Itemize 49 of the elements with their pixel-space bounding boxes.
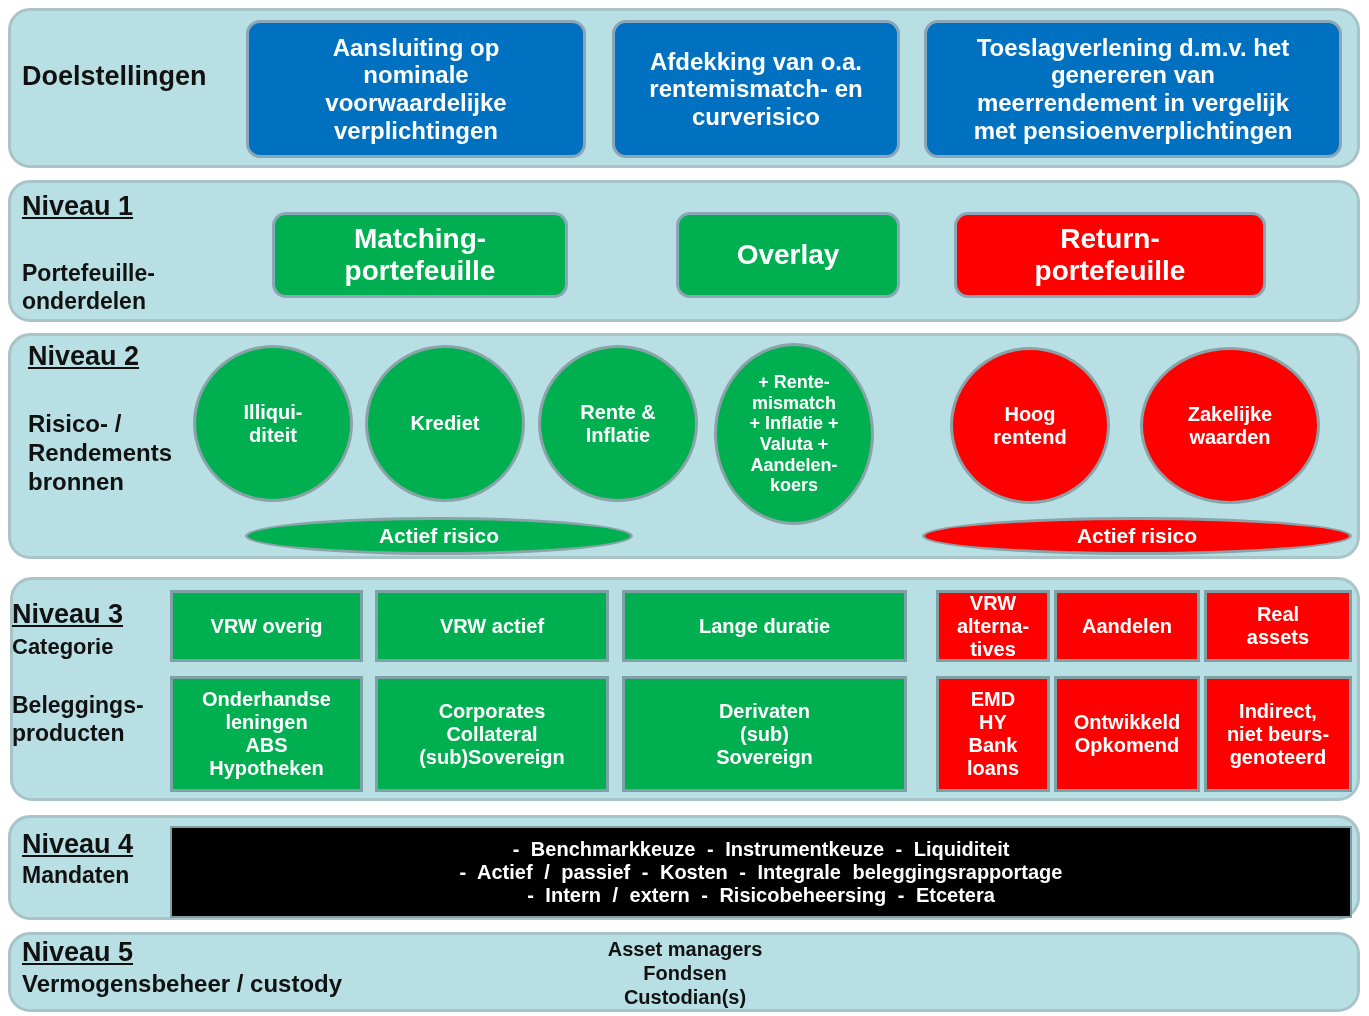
category-cell: Real assets [1204, 590, 1352, 662]
category-cell: VRW overig [170, 590, 363, 662]
band-subheading: Mandaten [22, 862, 130, 890]
objective-box: Toeslagverlening d.m.v. het genereren van meerrendement in vergelijk met pensioenverplichtingen [924, 20, 1342, 158]
risk-circle: + Rente- mismatch + Inflatie + Valuta + Aandelen- koers [714, 343, 874, 525]
risk-circle: Hoog rentend [950, 347, 1110, 504]
objective-box: Aansluiting op nominale voorwaardelijke verplichtingen [246, 20, 586, 158]
risk-circle: Rente & Inflatie [538, 345, 698, 502]
category-cell: Onderhandse leningen ABS Hypotheken [170, 676, 363, 792]
band-subheading: Portefeuille- onderdelen [22, 260, 156, 316]
category-cell: Lange duratie [622, 590, 907, 662]
level-band [8, 8, 1360, 168]
category-cell: Indirect, niet beurs- genoteerd [1204, 676, 1352, 792]
band-subheading: Vermogensbeheer / custody [22, 970, 343, 999]
risk-circle: Krediet [365, 345, 525, 502]
band-subheading: Beleggings- producten [12, 692, 145, 748]
risk-ellipse: Actief risico [245, 517, 633, 555]
level-band [8, 333, 1360, 559]
risk-circle: Illiqui- diteit [193, 345, 353, 502]
risk-circle: Zakelijke waarden [1140, 347, 1320, 504]
band-text: Asset managers Fondsen Custodian(s) [606, 937, 764, 1009]
category-cell: VRW actief [375, 590, 609, 662]
band-subheading: Categorie [12, 634, 114, 661]
level-heading: Niveau 3 [12, 598, 124, 631]
band-subheading: Doelstellingen [22, 60, 207, 93]
level-band [8, 180, 1360, 322]
level-band [10, 577, 1360, 801]
level-band [8, 932, 1360, 1012]
category-cell: EMD HY Bank loans [936, 676, 1050, 792]
band-subheading: Risico- / Rendements bronnen [28, 410, 174, 497]
level-heading: Niveau 4 [22, 828, 134, 861]
level-heading: Niveau 1 [22, 190, 134, 223]
mandate-item-line: - Benchmarkkeuze - Instrumentkeuze - Liquiditeit [512, 837, 1010, 861]
objective-box: Matching- portefeuille [272, 212, 568, 298]
level-band [8, 815, 1360, 920]
mandate-item-line: - Intern / extern - Risicobeheersing - Etcetera [527, 883, 995, 907]
objective-box: Afdekking van o.a. rentemismatch- en curverisico [612, 20, 900, 158]
category-cell: Ontwikkeld Opkomend [1054, 676, 1200, 792]
mandate-panel [170, 826, 1352, 918]
risk-ellipse: Actief risico [922, 517, 1352, 555]
objective-box: Return- portefeuille [954, 212, 1266, 298]
level-heading: Niveau 5 [22, 936, 134, 969]
category-cell: VRW alterna- tives [936, 590, 1050, 662]
level-heading: Niveau 2 [28, 340, 140, 373]
category-cell: Aandelen [1054, 590, 1200, 662]
category-cell: Derivaten (sub) Sovereign [622, 676, 907, 792]
mandate-item-line: - Actief / passief - Kosten - Integrale beleggingsrapportage [459, 860, 1063, 884]
category-cell: Corporates Collateral (sub)Sovereign [375, 676, 609, 792]
objective-box: Overlay [676, 212, 900, 298]
